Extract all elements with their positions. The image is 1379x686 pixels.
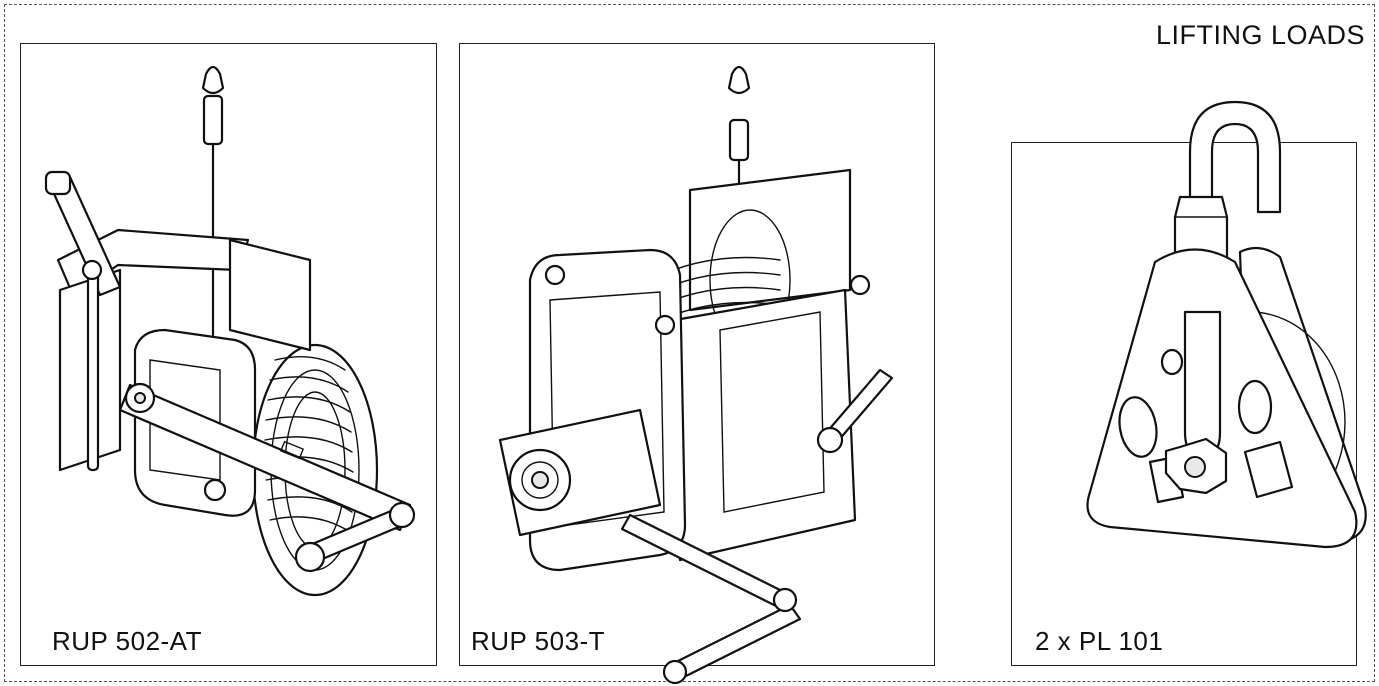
gear-winch-crank-icon <box>498 65 894 685</box>
caption-rup-502-at: RUP 502-AT <box>52 626 202 656</box>
caption-rup-503-t: RUP 503-T <box>471 626 606 656</box>
pulley-block-icon <box>1086 100 1367 549</box>
caption-pl-101: 2 x PL 101 <box>1035 626 1164 656</box>
drawing-sheet <box>4 4 1375 682</box>
page-heading: LIFTING LOADS <box>1155 20 1365 50</box>
hand-winch-crank-icon <box>44 65 416 597</box>
